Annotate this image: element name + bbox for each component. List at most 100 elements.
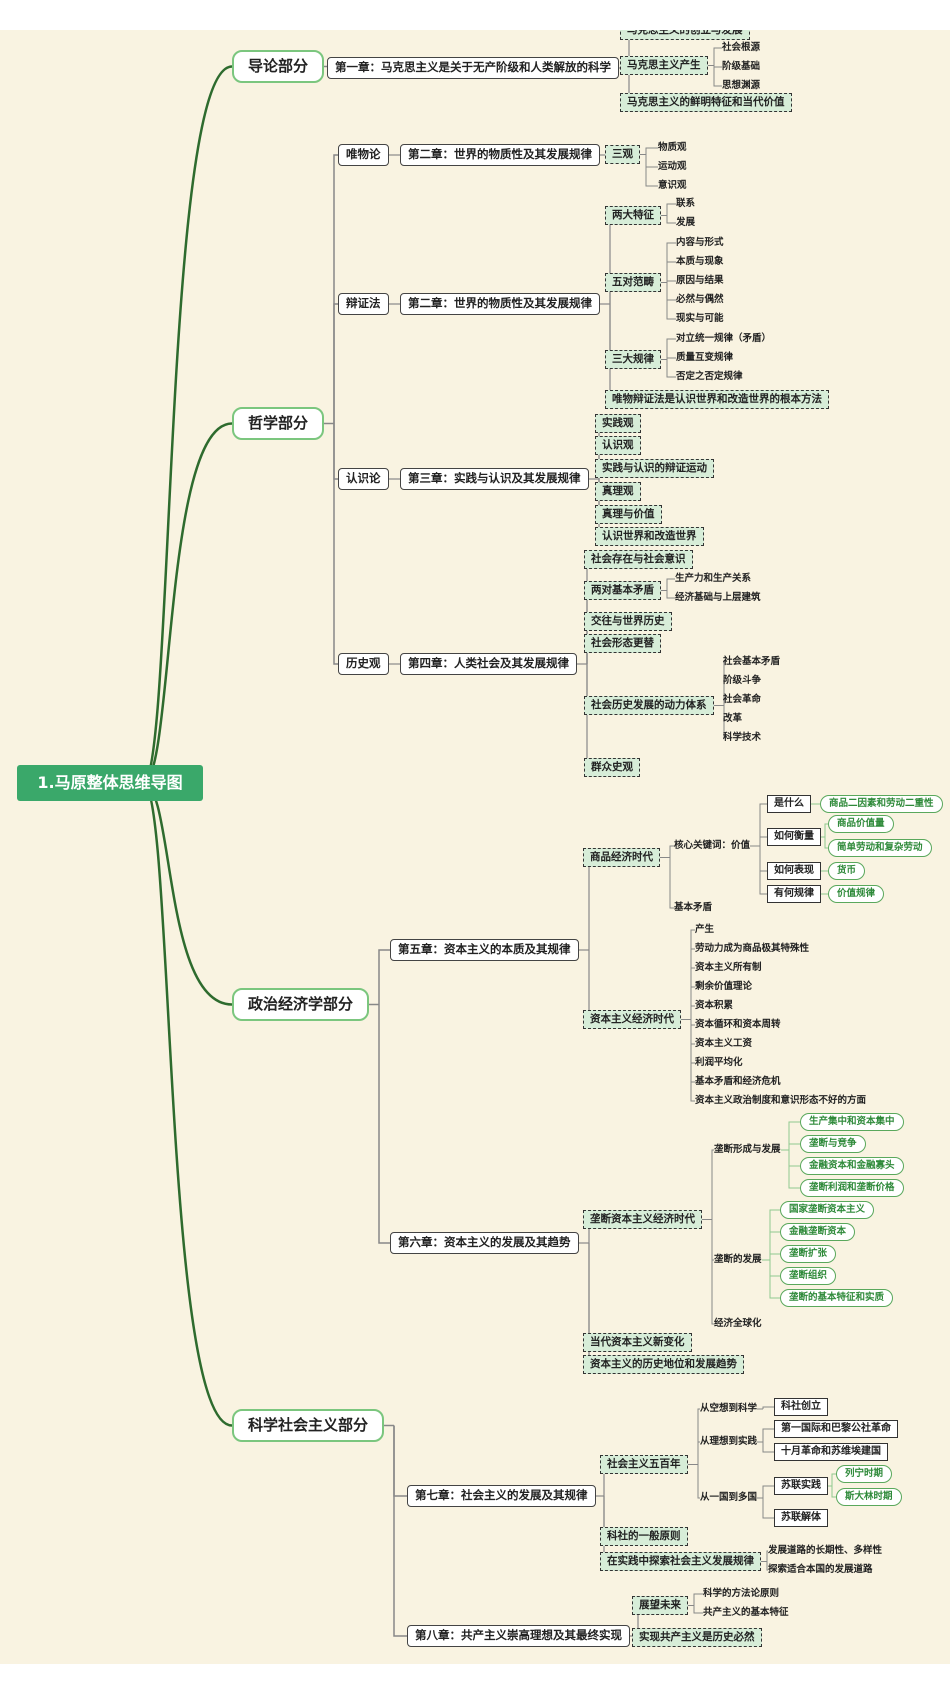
commodity-era[interactable]: 商品经济时代: [583, 848, 660, 867]
chapter-8[interactable]: 第八章：共产主义崇高理想及其最终实现: [407, 1625, 630, 1647]
explore-item: 探索适合本国的发展道路: [768, 1564, 873, 1575]
chapter-4[interactable]: 第四章：人类社会及其发展规律: [400, 653, 577, 675]
monopoly-era[interactable]: 垄断资本主义经济时代: [583, 1210, 702, 1229]
major-socialism[interactable]: 科学社会主义部分: [232, 1409, 385, 1442]
five-pairs[interactable]: 五对范畴: [605, 273, 661, 292]
socialism-principles[interactable]: 科社的一般原则: [600, 1527, 688, 1546]
monopoly-formation-item[interactable]: 生产集中和资本集中: [800, 1113, 904, 1131]
capitalist-item: 基本矛盾和经济危机: [695, 1076, 781, 1087]
three-views[interactable]: 三观: [605, 145, 640, 164]
branch-connector: [831, 1473, 836, 1486]
branch-connector: [666, 338, 676, 360]
value-measure[interactable]: 如何衡量: [767, 828, 821, 846]
capitalist-item: 资本循环和资本周转: [695, 1019, 781, 1030]
epistemology-item[interactable]: 实践与认识的辩证运动: [595, 459, 714, 478]
explore-socialism[interactable]: 在实践中探索社会主义发展规律: [600, 1552, 761, 1571]
epistemology-item[interactable]: 真理观: [595, 482, 641, 501]
value-law[interactable]: 有何规律: [767, 885, 821, 903]
epistemology-item[interactable]: 实践观: [595, 414, 641, 433]
founding[interactable]: 科社创立: [774, 1398, 828, 1416]
monopoly-formation-item[interactable]: 垄断与竞争: [800, 1135, 866, 1153]
practice-item[interactable]: 十月革命和苏维埃建国: [774, 1443, 888, 1461]
phil-dialectics[interactable]: 辩证法: [338, 293, 389, 315]
history-item[interactable]: 两对基本矛盾: [584, 581, 661, 600]
branch-connector: [713, 47, 722, 66]
history-item[interactable]: 社会存在与社会意识: [584, 550, 693, 569]
soviet-collapse[interactable]: 苏联解体: [774, 1509, 828, 1527]
major-philosophy[interactable]: 哲学部分: [232, 407, 325, 440]
explore-item: 发展道路的长期性、多样性: [768, 1545, 883, 1556]
major-political-economy[interactable]: 政治经济学部分: [232, 988, 370, 1021]
intro-origin[interactable]: 马克思主义产生: [620, 56, 708, 75]
communism-inevitable[interactable]: 实现共产主义是历史必然: [632, 1628, 762, 1647]
core-keyword: 核心关键词：价值: [674, 840, 751, 851]
chapter-3[interactable]: 第三章：实践与认识及其发展规律: [400, 468, 589, 490]
outlook-future[interactable]: 展望未来: [632, 1596, 688, 1615]
value-express-item[interactable]: 货币: [828, 862, 866, 880]
capitalist-item: 资本积累: [695, 1000, 734, 1011]
branch-connector: [669, 857, 674, 909]
three-views-item: 运动观: [658, 161, 687, 172]
chapter-6[interactable]: 第六章：资本主义的发展及其趋势: [390, 1232, 579, 1254]
epistemology-item[interactable]: 认识观: [595, 436, 641, 455]
dialectics-method[interactable]: 唯物辩证法是认识世界和改造世界的根本方法: [605, 390, 829, 409]
branch-connector: [711, 1149, 714, 1220]
value-measure-item[interactable]: 商品价值量: [828, 815, 894, 833]
epistemology-item[interactable]: 认识世界和改造世界: [595, 527, 704, 546]
capitalist-item: 资本主义政治制度和意识形态不好的方面: [695, 1095, 867, 1106]
phil-materialism[interactable]: 唯物论: [338, 144, 389, 166]
history-item[interactable]: 社会形态更替: [584, 634, 661, 653]
contemporary-capitalism[interactable]: 当代资本主义新变化: [583, 1333, 692, 1352]
monopoly-dev-item[interactable]: 垄断组织: [780, 1267, 837, 1285]
monopoly-formation-item[interactable]: 金融资本和金融寡头: [800, 1157, 904, 1175]
monopoly-dev-item[interactable]: 垄断扩张: [780, 1245, 837, 1263]
epistemology-item[interactable]: 真理与价值: [595, 505, 662, 524]
history-item[interactable]: 群众史观: [584, 758, 640, 777]
soviet-practice[interactable]: 苏联实践: [774, 1477, 828, 1495]
three-laws-item: 对立统一规律（矛盾）: [676, 333, 772, 344]
root-node[interactable]: 1.马原整体思维导图: [17, 765, 203, 801]
branch-connector: [690, 1005, 695, 1020]
value-law-item[interactable]: 价值规律: [828, 885, 885, 903]
branch-connector: [666, 590, 675, 599]
history-item[interactable]: 交往与世界历史: [584, 612, 672, 631]
value-what-item[interactable]: 商品二因素和劳动二重性: [820, 795, 943, 813]
intro-traits[interactable]: 马克思主义的鲜明特征和当代价值: [620, 93, 792, 112]
soviet-item[interactable]: 列宁时期: [836, 1465, 893, 1483]
chapter-1[interactable]: 第一章：马克思主义是关于无产阶级和人类解放的科学: [327, 57, 619, 79]
capitalism-historical-status[interactable]: 资本主义的历史地位和发展趋势: [583, 1355, 744, 1374]
three-laws[interactable]: 三大规律: [605, 350, 661, 369]
origin-item: 社会根源: [722, 42, 761, 53]
branch-connector: [824, 837, 828, 849]
chapter-7[interactable]: 第七章：社会主义的发展及其规律: [407, 1485, 596, 1507]
outlook-item: 共产主义的基本特征: [703, 1607, 789, 1618]
history-item[interactable]: 社会历史发展的动力体系: [584, 696, 714, 715]
three-views-item: 意识观: [658, 180, 687, 191]
value-express[interactable]: 如何表现: [767, 862, 821, 880]
monopoly-dev-item[interactable]: 国家垄断资本主义: [780, 1201, 875, 1219]
capitalist-era[interactable]: 资本主义经济时代: [583, 1010, 681, 1029]
two-features[interactable]: 两大特征: [605, 206, 661, 225]
soviet-item[interactable]: 斯大林时期: [836, 1488, 902, 1506]
practice-item[interactable]: 第一国际和巴黎公社革命: [774, 1420, 898, 1438]
branch-connector: [666, 261, 676, 283]
major-intro[interactable]: 导论部分: [232, 50, 325, 83]
monopoly-dev-item[interactable]: 金融垄断资本: [780, 1223, 856, 1241]
branch-connector: [713, 65, 722, 87]
monopoly-formation-item[interactable]: 垄断利润和垄断价格: [800, 1179, 904, 1197]
branch-connector: [378, 949, 390, 1005]
phil-history-view[interactable]: 历史观: [338, 653, 389, 675]
theory-to-practice: 从理想到实践: [700, 1436, 758, 1447]
chapter-2-materialism[interactable]: 第二章：世界的物质性及其发展规律: [400, 144, 600, 166]
monopoly-dev-item[interactable]: 垄断的基本特征和实质: [780, 1289, 894, 1307]
socialism-500-years[interactable]: 社会主义五百年: [600, 1455, 688, 1474]
chapter-2-dialectics[interactable]: 第二章：世界的物质性及其发展规律: [400, 293, 600, 315]
phil-epistemology[interactable]: 认识论: [338, 468, 389, 490]
value-what[interactable]: 是什么: [767, 795, 811, 813]
branch-connector: [666, 282, 676, 301]
chapter-5[interactable]: 第五章：资本主义的本质及其规律: [390, 939, 579, 961]
value-measure-item[interactable]: 简单劳动和复杂劳动: [828, 839, 932, 857]
capitalist-item: 剩余价值理论: [695, 981, 753, 992]
branch-connector: [666, 215, 676, 224]
intro-creation[interactable]: 马克思主义的创立与发展: [620, 30, 750, 40]
